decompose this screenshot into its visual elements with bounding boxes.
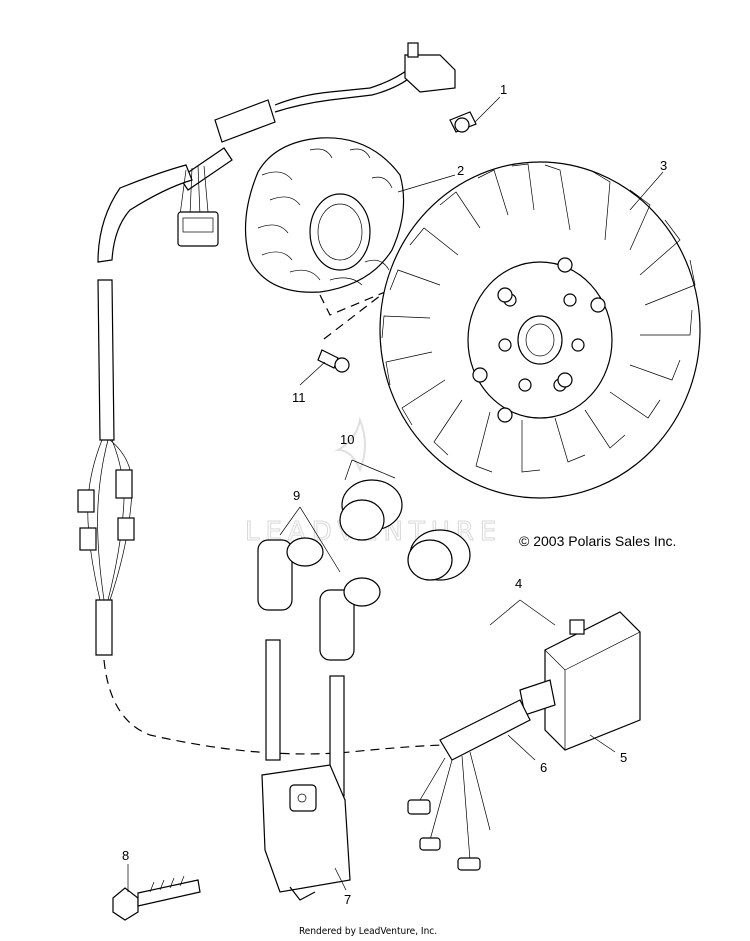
callout-10: 10 xyxy=(340,432,354,447)
wiring-harness xyxy=(77,67,451,755)
part-8-bolt xyxy=(112,875,201,921)
callout-1: 1 xyxy=(500,82,507,97)
leader-lines xyxy=(127,96,664,892)
callout-11: 11 xyxy=(292,390,306,405)
callout-6: 6 xyxy=(540,760,547,775)
part-2-stator xyxy=(244,137,405,343)
copyright-text: © 2003 Polaris Sales Inc. xyxy=(519,533,676,549)
part-10-bushings xyxy=(339,459,471,581)
callout-7: 7 xyxy=(344,892,351,907)
part-1-screw xyxy=(404,42,477,133)
callout-9: 9 xyxy=(293,488,300,503)
part-9-caps xyxy=(257,506,381,797)
part-5-cdi-box xyxy=(407,599,641,871)
callout-8: 8 xyxy=(122,848,129,863)
callout-5: 5 xyxy=(620,750,627,765)
callout-2: 2 xyxy=(457,163,464,178)
callout-4: 4 xyxy=(515,576,522,591)
callout-labels: 1 2 3 4 5 6 7 8 9 10 11 xyxy=(122,82,667,907)
part-11-screw xyxy=(317,349,350,373)
part-3-flywheel xyxy=(379,161,701,499)
callout-3: 3 xyxy=(660,158,667,173)
part-7-coil xyxy=(261,764,351,901)
footer-text: Rendered by LeadVenture, Inc. xyxy=(299,926,437,937)
